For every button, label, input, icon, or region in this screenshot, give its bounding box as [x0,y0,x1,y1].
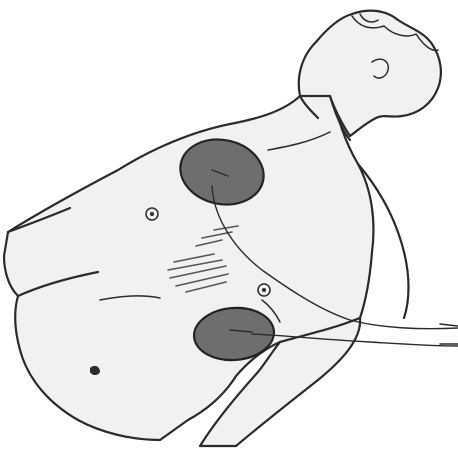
nipple-right-center [150,212,154,216]
nipple-left-center [262,288,266,292]
torso [4,58,373,440]
cable-connector [440,324,458,344]
